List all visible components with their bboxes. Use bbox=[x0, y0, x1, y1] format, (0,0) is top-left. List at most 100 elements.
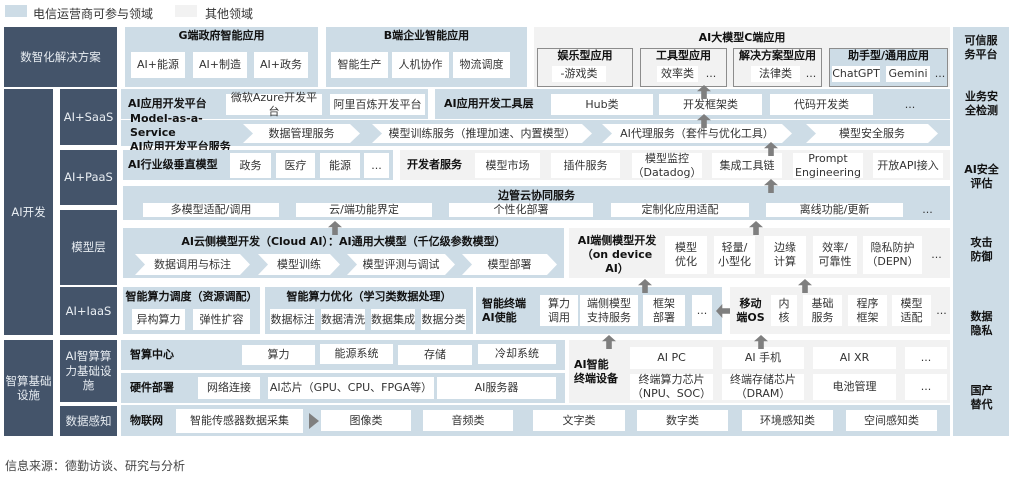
right-triangle-icon bbox=[309, 413, 319, 429]
device-item: AI XR bbox=[813, 347, 896, 369]
g-end-item: AI+能源 bbox=[131, 52, 185, 78]
terminal-enable-more: ... bbox=[692, 295, 712, 326]
c-item: -游戏类 bbox=[552, 66, 606, 82]
edge-cloud-title: 边管云协同服务 bbox=[498, 188, 575, 202]
legend-other: 其他领域 bbox=[205, 7, 254, 21]
g-end-item: AI+政务 bbox=[254, 52, 308, 78]
trust-title: 可信服 务平台 bbox=[964, 33, 998, 61]
maas-item: 数据管理服务 bbox=[243, 124, 360, 143]
cloud-model-step: 模型评测与调试 bbox=[347, 254, 455, 275]
vertical-item: ... bbox=[364, 153, 389, 178]
legend-telecom: 电信运营商可参与领域 bbox=[33, 7, 154, 21]
c-solution bbox=[733, 48, 822, 87]
computing-center-item: 存储 bbox=[398, 345, 472, 365]
trust-item: 国产 替代 bbox=[970, 384, 993, 411]
iot-item: 数字类 bbox=[637, 410, 728, 431]
maas-item: 模型训练服务（推理加速、内置模型） bbox=[372, 124, 592, 143]
dev-services-title: 开发者服务 bbox=[407, 158, 462, 172]
app-platform-title: AI应用开发平台 bbox=[128, 97, 207, 111]
app-tools-item: Hub类 bbox=[551, 94, 653, 115]
edge-cloud-item: 云/端功能界定 bbox=[296, 203, 432, 217]
trust-panel bbox=[953, 27, 1009, 436]
mobile-os-item: 基础 服务 bbox=[803, 295, 842, 326]
edge-cloud-item: 个性化部署 bbox=[449, 203, 593, 217]
hardware-item: AI芯片（GPU、CPU、FPGA等） bbox=[268, 377, 434, 399]
legend-swatch-other bbox=[175, 5, 197, 17]
c-item: 法律类 bbox=[751, 66, 800, 82]
terminal-enable-item: 端侧模型 支持服务 bbox=[580, 295, 638, 326]
c-item-more: ... bbox=[934, 67, 946, 81]
hardware-title: 硬件部署 bbox=[130, 381, 174, 395]
device-item: ... bbox=[905, 347, 947, 369]
optimization-title: 智能算力优化（学习类数据处理） bbox=[286, 290, 452, 304]
edge-cloud-item: 多模型适配/调用 bbox=[143, 203, 279, 217]
computing-center-item: 冷却系统 bbox=[478, 344, 556, 364]
hardware-item: AI服务器 bbox=[437, 377, 556, 399]
maas-title: Model-as-a-Service AI应用开发平台服务 bbox=[130, 112, 231, 153]
scheduling-item: 弹性扩容 bbox=[193, 309, 250, 330]
ai-dev-label: AI开发 bbox=[4, 89, 53, 335]
computing-center-title: 智算中心 bbox=[130, 348, 174, 362]
terminal-enable-item: 框架 部署 bbox=[643, 295, 685, 326]
device-model-item: 效率/ 可靠性 bbox=[813, 236, 857, 274]
iot-item: 智能传感器数据采集 bbox=[176, 409, 303, 433]
ai-infra-label: AI智算算 力基础设 施 bbox=[60, 340, 117, 402]
app-tools-more: ... bbox=[904, 97, 916, 111]
terminal-enable-item: 算力 调用 bbox=[540, 295, 578, 326]
infra-label: 智算基础 设施 bbox=[4, 340, 53, 436]
maas-item: AI代理服务（套件与优化工具） bbox=[602, 124, 792, 143]
device-item: ... bbox=[905, 374, 947, 400]
source-note: 信息来源：德勤访谈、研究与分析 bbox=[5, 459, 186, 473]
vertical-title: AI行业级垂直模型 bbox=[128, 158, 218, 172]
dev-service-item: 插件服务 bbox=[551, 153, 620, 178]
dev-service-item: 模型监控 （Datadog） bbox=[632, 151, 702, 179]
b-end-item: 物流调度 bbox=[453, 52, 510, 78]
app-platform-item: 阿里百炼开发平台 bbox=[330, 94, 425, 115]
edge-cloud-item: 定制化应用适配 bbox=[611, 203, 749, 217]
iot-item: 音频类 bbox=[423, 410, 513, 431]
vertical-item: 政务 bbox=[230, 153, 271, 178]
c-tool bbox=[640, 48, 727, 87]
c-item: ChatGPT bbox=[832, 66, 880, 82]
optimization-item: 数据清洗 bbox=[321, 309, 365, 330]
mobile-os-item: 内 核 bbox=[771, 295, 797, 326]
c-item-more: ... bbox=[805, 67, 817, 81]
c-item: 效率类 bbox=[657, 66, 698, 82]
edge-cloud-item: 离线功能/更新 bbox=[766, 203, 903, 217]
device-model-title: AI端侧模型开发 （on device AI） bbox=[577, 234, 657, 275]
dev-service-item: 开放API接入 bbox=[873, 153, 943, 178]
b-end-title: B端企业智能应用 bbox=[383, 29, 470, 43]
c-solution-title: 解决方案型应用 bbox=[739, 49, 816, 63]
app-tools-title: AI应用开发工具层 bbox=[444, 97, 534, 111]
c-end-title: AI大模型C端应用 bbox=[698, 30, 786, 44]
device-item: 电池管理 bbox=[813, 374, 896, 400]
mobile-os-item: 模型 适配 bbox=[892, 295, 931, 326]
trust-item: 业务安 全检测 bbox=[965, 89, 998, 117]
g-end-item: AI+制造 bbox=[193, 52, 247, 78]
solution-label: 数智化解决方案 bbox=[4, 27, 117, 87]
optimization-item: 数据集成 bbox=[371, 309, 415, 330]
dev-service-item: Prompt Engineering bbox=[793, 151, 863, 179]
iaas-label: AI+IaaS bbox=[60, 287, 117, 335]
mobile-os-title: 移动 端OS bbox=[736, 296, 765, 324]
vertical-item: 医疗 bbox=[276, 153, 315, 178]
terminal-enable-title: 智能终端 AI使能 bbox=[482, 296, 526, 324]
dev-service-item: 模型市场 bbox=[475, 153, 540, 178]
b-end-item: 智能生产 bbox=[331, 52, 388, 78]
device-item: 终端算力芯片 （NPU、SOC） bbox=[630, 373, 713, 400]
iot-item: 空间感知类 bbox=[846, 410, 937, 431]
device-item: AI 手机 bbox=[722, 347, 804, 369]
computing-center-item: 算力 bbox=[242, 345, 315, 365]
app-platform-item: 微软Azure开发平台 bbox=[226, 91, 322, 118]
c-item-more: ... bbox=[705, 67, 717, 81]
device-model-item: 隐私防护 （DEPN） bbox=[863, 236, 922, 274]
c-assistant-title: 助手型/通用应用 bbox=[847, 49, 930, 63]
iot-item: 环境感知类 bbox=[742, 410, 833, 431]
device-model-item: 轻量/ 小型化 bbox=[714, 236, 755, 274]
legend-swatch-telecom bbox=[5, 5, 27, 17]
devices-title: AI智能 终端设备 bbox=[574, 357, 618, 385]
cloud-model-step: 模型部署 bbox=[462, 254, 557, 275]
c-entertainment bbox=[537, 48, 633, 87]
trust-item: 攻击 防御 bbox=[970, 236, 993, 263]
